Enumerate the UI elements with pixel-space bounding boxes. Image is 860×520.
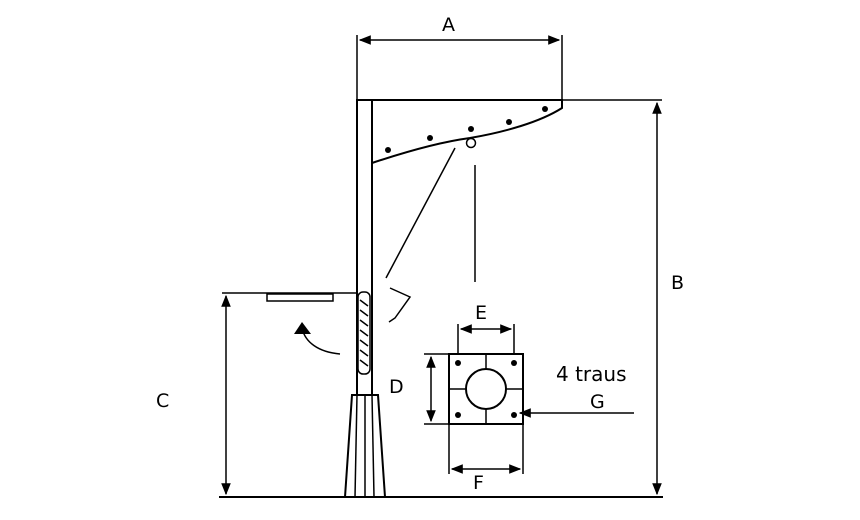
dimension-f (448, 424, 524, 474)
dimension-d (424, 353, 449, 425)
label-a: A (442, 14, 455, 36)
column-base (343, 394, 387, 498)
label-f: F (473, 472, 484, 494)
hoist-lines (385, 147, 476, 323)
label-e: E (475, 302, 487, 324)
label-c: C (156, 390, 169, 412)
bolt-hole-note: 4 traus (556, 362, 627, 386)
arm-stub (222, 292, 357, 302)
dimension-e (457, 324, 515, 354)
hook (388, 287, 412, 323)
rotation-arrow-head (294, 322, 311, 334)
dimension-b (562, 99, 662, 496)
column (356, 99, 373, 396)
dimension-a (356, 35, 563, 100)
jib-arm (356, 99, 563, 165)
slewing-ring (357, 291, 371, 375)
base-plate (448, 353, 524, 425)
label-g: G (590, 391, 605, 413)
label-b: B (671, 272, 684, 294)
label-d: D (389, 376, 404, 398)
